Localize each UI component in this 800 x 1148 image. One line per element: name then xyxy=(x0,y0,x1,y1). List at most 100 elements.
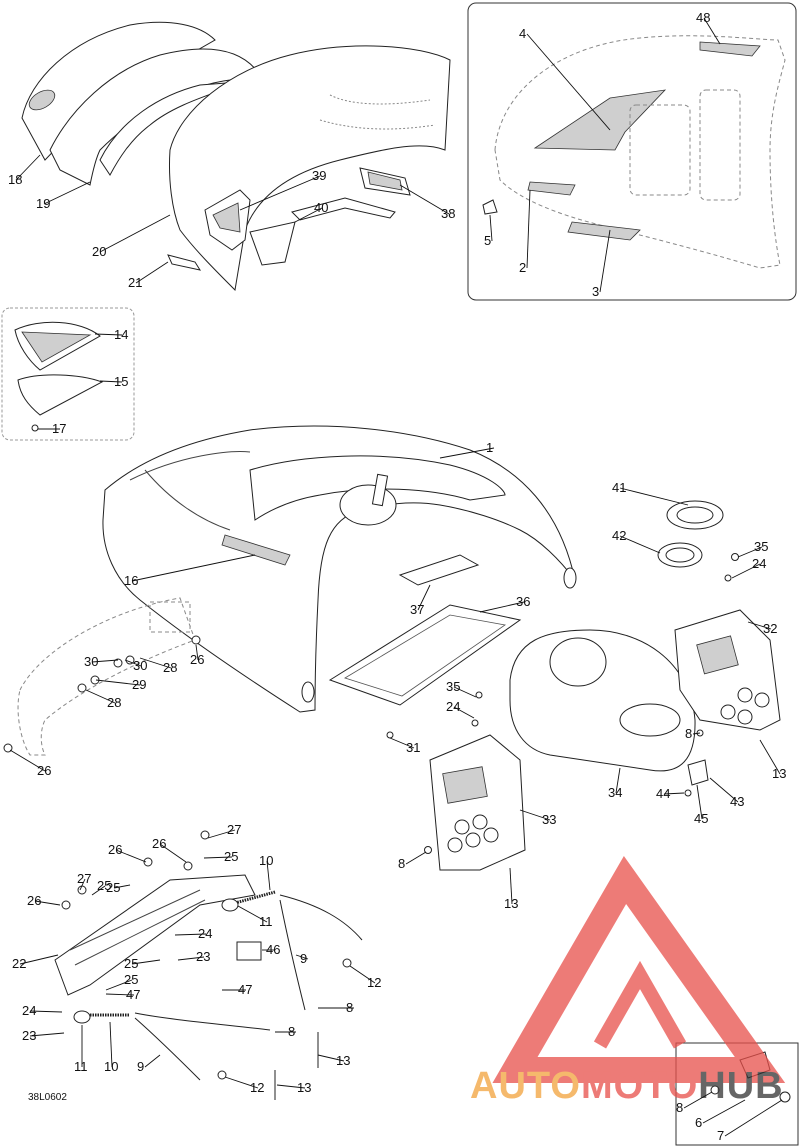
callout-leader-c23a xyxy=(177,956,205,961)
callout-leader-c13a xyxy=(759,739,781,775)
callout-label-c11a: 11 xyxy=(259,914,273,929)
callout-label-c21: 21 xyxy=(128,275,142,290)
callout-leader-c31 xyxy=(389,737,415,749)
callout-label-c13c: 13 xyxy=(336,1053,350,1068)
callout-label-c30a: 30 xyxy=(84,654,98,669)
callout-label-c26b: 26 xyxy=(37,763,51,778)
callout-label-c46: 46 xyxy=(266,942,280,957)
callout-leader-c30b xyxy=(124,659,142,667)
callout-label-c8d: 8 xyxy=(288,1024,295,1039)
callout-label-c31: 31 xyxy=(406,740,420,755)
callout-leader-c33 xyxy=(519,809,551,821)
callout-label-c14: 14 xyxy=(114,327,128,342)
callout-leader-c38 xyxy=(399,184,450,215)
callout-label-c24d: 24 xyxy=(22,1003,36,1018)
callout-leader-c23b xyxy=(29,1032,65,1037)
callout-leader-c5 xyxy=(489,214,493,242)
side-panel-33 xyxy=(429,734,526,871)
callout-label-c27a: 27 xyxy=(227,822,241,837)
callout-label-c1: 1 xyxy=(486,440,493,455)
callout-leader-c15 xyxy=(99,380,123,383)
callout-label-c2: 2 xyxy=(519,260,526,275)
callout-leader-c25e xyxy=(105,979,133,991)
callout-leader-c26e xyxy=(34,900,61,906)
callout-leader-c19 xyxy=(43,181,91,205)
callout-leader-c12b xyxy=(224,1076,259,1089)
callout-leader-c35a xyxy=(737,546,763,558)
callout-label-c18: 18 xyxy=(8,172,22,187)
callout-leader-c13c xyxy=(317,1054,345,1062)
callout-leader-c13d xyxy=(276,1084,306,1089)
callout-label-c42: 42 xyxy=(612,528,626,543)
callout-leader-c26a xyxy=(195,644,199,661)
callout-leader-c32 xyxy=(747,621,772,630)
callout-label-c8e: 8 xyxy=(676,1100,683,1115)
callout-leader-c28b xyxy=(85,689,116,704)
callout-leader-c25c xyxy=(113,884,131,889)
callout-leader-c1 xyxy=(439,447,495,459)
callout-leader-c44 xyxy=(663,792,685,795)
watermark-auto: AUTO xyxy=(470,1065,581,1107)
callout-label-c25d: 25 xyxy=(124,956,138,971)
callout-leader-c16 xyxy=(131,554,256,582)
callout-label-c22: 22 xyxy=(12,956,26,971)
callout-label-c7: 7 xyxy=(717,1128,724,1143)
watermark-triangle-icon xyxy=(492,855,786,1083)
callout-label-c13d: 13 xyxy=(297,1080,311,1095)
callout-label-c23a: 23 xyxy=(196,949,210,964)
rear-bumper-dashed xyxy=(3,597,201,756)
watermark-logo: AUTOMOTOHUB xyxy=(470,855,786,1107)
callout-label-c9a: 9 xyxy=(300,951,307,966)
callout-leader-c35b xyxy=(453,686,477,698)
callout-leader-c24d xyxy=(29,1010,63,1013)
callout-label-c20: 20 xyxy=(92,244,106,259)
callout-label-c25e: 25 xyxy=(124,972,138,987)
callout-label-c16: 16 xyxy=(124,573,138,588)
callout-leader-c21 xyxy=(135,261,169,284)
callout-label-c43: 43 xyxy=(730,794,744,809)
latch-45 xyxy=(386,691,709,854)
callout-leader-c2 xyxy=(526,189,531,269)
callout-leader-c4 xyxy=(526,33,611,131)
callout-label-c33: 33 xyxy=(542,812,556,827)
callout-label-c24a: 24 xyxy=(752,556,766,571)
callout-leader-c12a xyxy=(349,965,376,984)
callout-leader-c28a xyxy=(139,657,172,669)
seat-top-view xyxy=(482,35,786,269)
callout-leader-c47a xyxy=(105,993,135,996)
callout-label-c25c: 25 xyxy=(106,880,120,895)
callout-label-c41: 41 xyxy=(612,480,626,495)
svg-text:AUTOMOTOHUB: AUTOMOTOHUB xyxy=(470,1065,784,1107)
callout-label-c8c: 8 xyxy=(346,1000,353,1015)
callout-label-c39: 39 xyxy=(312,168,326,183)
callout-label-c10b: 10 xyxy=(104,1059,118,1074)
callout-leader-c41 xyxy=(619,487,689,506)
callout-leader-c26b xyxy=(9,749,46,772)
callout-label-c6: 6 xyxy=(695,1115,702,1130)
callout-label-c26a: 26 xyxy=(190,652,204,667)
callout-label-c12b: 12 xyxy=(250,1080,264,1095)
callout-leader-c25a xyxy=(203,856,233,859)
callout-label-c26c: 26 xyxy=(152,836,166,851)
callout-leader-c9b xyxy=(144,1054,161,1068)
callout-label-c26d: 26 xyxy=(108,842,122,857)
callout-label-c10a: 10 xyxy=(259,853,273,868)
callout-leader-c14 xyxy=(94,333,123,336)
callout-label-c5: 5 xyxy=(484,233,491,248)
callout-label-c27b: 27 xyxy=(77,871,91,886)
callout-label-c24c: 24 xyxy=(198,926,212,941)
callout-leader-c13b xyxy=(509,867,513,905)
callout-label-c37: 37 xyxy=(410,602,424,617)
callout-leader-c6 xyxy=(702,1099,746,1124)
callout-leader-c29 xyxy=(95,679,141,686)
callout-leader-c34 xyxy=(615,767,621,794)
callout-leader-c8a xyxy=(692,732,701,735)
callout-label-c45: 45 xyxy=(694,811,708,826)
watermark-hub: HUB xyxy=(698,1065,783,1107)
callout-leader-c27a xyxy=(207,829,236,839)
callout-leader-c24a xyxy=(731,563,761,579)
callout-label-c40: 40 xyxy=(314,200,328,215)
small-parts-21-38-39-40 xyxy=(167,167,411,271)
